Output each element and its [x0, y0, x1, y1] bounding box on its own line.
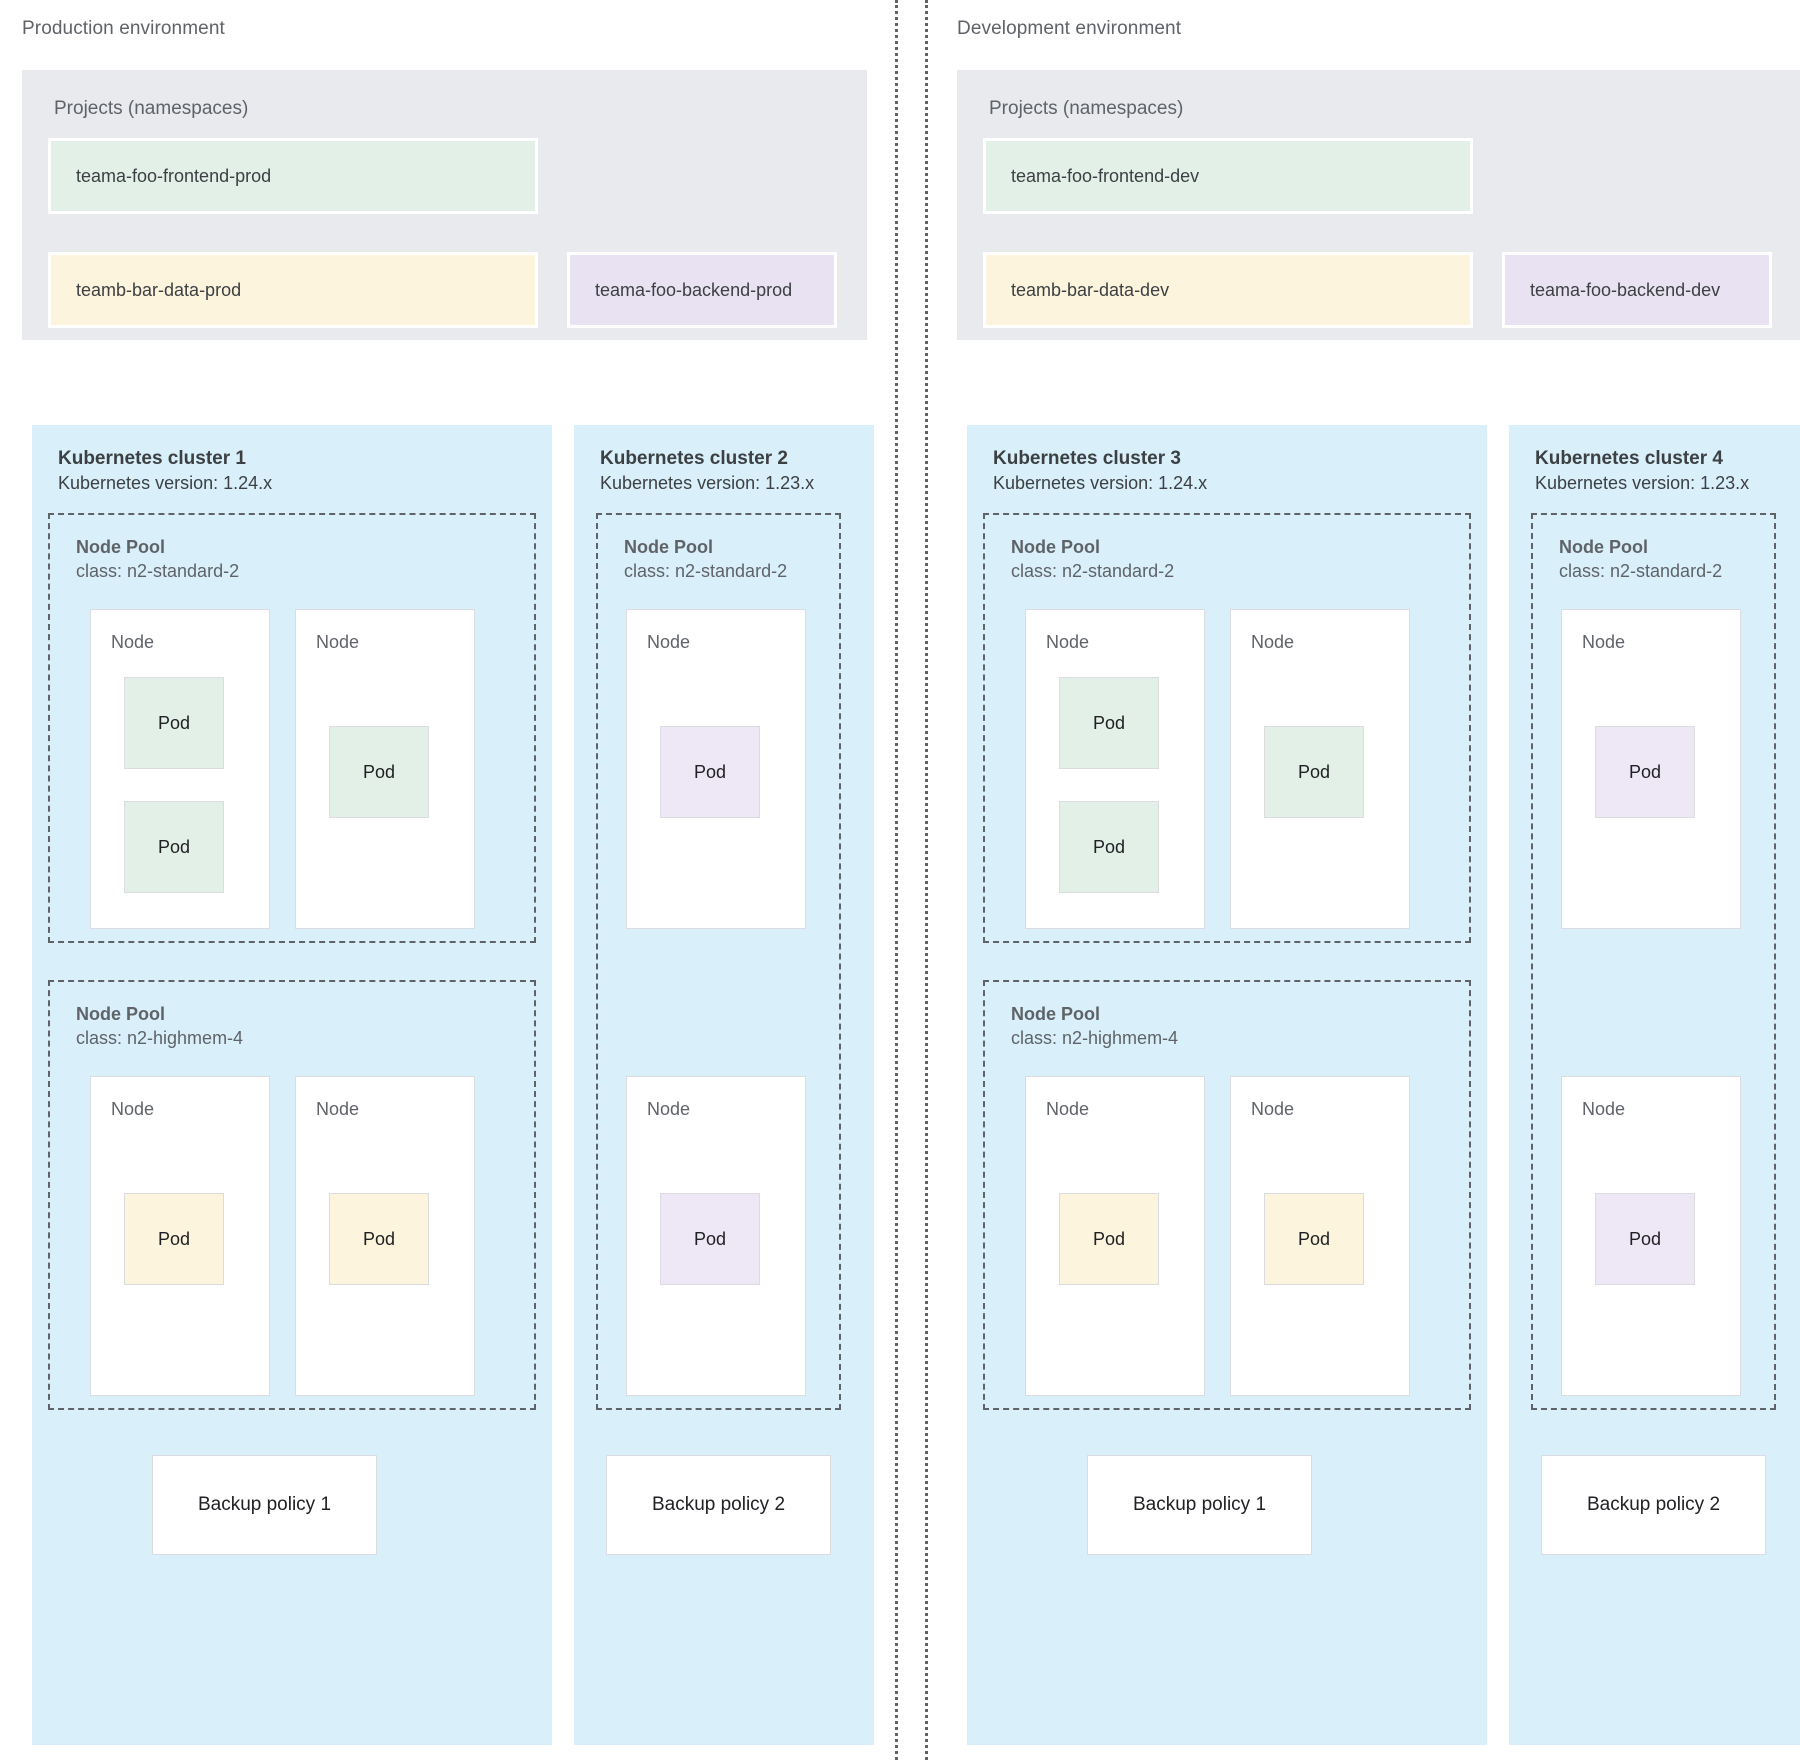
node-pool-title: Node Pool [1559, 537, 1648, 557]
node[interactable]: Node Pod [1230, 1076, 1410, 1396]
node[interactable]: Node Pod [1561, 1076, 1741, 1396]
pod[interactable]: Pod [1595, 1193, 1695, 1285]
cluster-version: Kubernetes version: 1.24.x [58, 473, 273, 493]
backup-policy[interactable]: Backup policy 2 [1541, 1455, 1766, 1555]
cluster-name: Kubernetes cluster 1 [58, 448, 246, 469]
node-label: Node [316, 1099, 360, 1119]
namespace-box[interactable]: teama-foo-backend-prod [567, 252, 837, 328]
node-label: Node [1251, 632, 1295, 652]
cluster-version: Kubernetes version: 1.23.x [600, 473, 815, 493]
node[interactable]: Node Pod Pod [90, 609, 270, 929]
node-label: Node [316, 632, 360, 652]
cluster-card[interactable]: Kubernetes cluster 4 Kubernetes version:… [1509, 425, 1800, 1745]
node-pool: Node Pool class: n2-standard-2 Node Pod … [48, 513, 536, 943]
node[interactable]: Node Pod [1025, 1076, 1205, 1396]
cluster-name: Kubernetes cluster 3 [993, 448, 1181, 469]
node[interactable]: Node Pod [626, 1076, 806, 1396]
pod[interactable]: Pod [124, 1193, 224, 1285]
node-pool-class: class: n2-standard-2 [624, 561, 788, 581]
node[interactable]: Node Pod [1230, 609, 1410, 929]
pod[interactable]: Pod [1059, 801, 1159, 893]
pod[interactable]: Pod [1264, 1193, 1364, 1285]
node-pool-title: Node Pool [76, 537, 165, 557]
projects-panel: Projects (namespaces) teama-foo-frontend… [22, 70, 867, 340]
pod[interactable]: Pod [1059, 1193, 1159, 1285]
node[interactable]: Node Pod [90, 1076, 270, 1396]
clusters-row: Kubernetes cluster 3 Kubernetes version:… [957, 425, 1800, 1745]
node[interactable]: Node Pod [1561, 609, 1741, 929]
node-label: Node [111, 632, 155, 652]
environment-divider-left [895, 0, 898, 1760]
backup-policy[interactable]: Backup policy 1 [1087, 1455, 1312, 1555]
environment-development: Development environment Projects (namesp… [945, 0, 1800, 1760]
node-label: Node [1582, 632, 1626, 652]
cluster-card[interactable]: Kubernetes cluster 3 Kubernetes version:… [967, 425, 1487, 1745]
node[interactable]: Node Pod [626, 609, 806, 929]
clusters-row: Kubernetes cluster 1 Kubernetes version:… [22, 425, 874, 1745]
node-pool-title: Node Pool [624, 537, 713, 557]
pod[interactable]: Pod [1595, 726, 1695, 818]
backup-policy[interactable]: Backup policy 1 [152, 1455, 377, 1555]
namespace-box[interactable]: teama-foo-backend-dev [1502, 252, 1772, 328]
backup-policy[interactable]: Backup policy 2 [606, 1455, 831, 1555]
projects-panel-title: Projects (namespaces) [989, 98, 1184, 119]
projects-panel-title: Projects (namespaces) [54, 98, 249, 119]
node[interactable]: Node Pod [295, 609, 475, 929]
cluster-version: Kubernetes version: 1.23.x [1535, 473, 1750, 493]
cluster-name: Kubernetes cluster 2 [600, 448, 788, 469]
environment-production: Production environment Projects (namespa… [10, 0, 885, 1760]
node-pool-title: Node Pool [76, 1004, 165, 1024]
projects-panel: Projects (namespaces) teama-foo-frontend… [957, 70, 1800, 340]
node-label: Node [647, 1099, 691, 1119]
namespace-box[interactable]: teamb-bar-data-prod [48, 252, 538, 328]
namespace-box[interactable]: teama-foo-frontend-prod [48, 138, 538, 214]
pod[interactable]: Pod [124, 801, 224, 893]
pod[interactable]: Pod [1059, 677, 1159, 769]
pod[interactable]: Pod [660, 1193, 760, 1285]
pod[interactable]: Pod [329, 1193, 429, 1285]
node-pool: Node Pool class: n2-standard-2 Node Pod … [1531, 513, 1776, 1410]
pod[interactable]: Pod [329, 726, 429, 818]
environment-divider-right [925, 0, 928, 1760]
cluster-card[interactable]: Kubernetes cluster 2 Kubernetes version:… [574, 425, 874, 1745]
pod[interactable]: Pod [1264, 726, 1364, 818]
node-pool-title: Node Pool [1011, 537, 1100, 557]
node[interactable]: Node Pod [295, 1076, 475, 1396]
node-label: Node [1046, 632, 1090, 652]
node-pool-title: Node Pool [1011, 1004, 1100, 1024]
pod[interactable]: Pod [124, 677, 224, 769]
node-label: Node [647, 632, 691, 652]
node-pool: Node Pool class: n2-standard-2 Node Pod … [596, 513, 841, 1410]
node-pool-class: class: n2-standard-2 [76, 561, 240, 581]
environment-title: Production environment [22, 18, 225, 39]
cluster-version: Kubernetes version: 1.24.x [993, 473, 1208, 493]
namespace-box[interactable]: teama-foo-frontend-dev [983, 138, 1473, 214]
node-pool: Node Pool class: n2-highmem-4 Node Pod N… [983, 980, 1471, 1410]
node-label: Node [1251, 1099, 1295, 1119]
cluster-name: Kubernetes cluster 4 [1535, 448, 1723, 469]
environment-title: Development environment [957, 18, 1182, 39]
node-pool-class: class: n2-highmem-4 [1011, 1028, 1179, 1048]
node-label: Node [1046, 1099, 1090, 1119]
node-pool-class: class: n2-standard-2 [1011, 561, 1175, 581]
node-pool: Node Pool class: n2-highmem-4 Node Pod N… [48, 980, 536, 1410]
node-pool-class: class: n2-standard-2 [1559, 561, 1723, 581]
node-pool-class: class: n2-highmem-4 [76, 1028, 244, 1048]
node-label: Node [1582, 1099, 1626, 1119]
node[interactable]: Node Pod Pod [1025, 609, 1205, 929]
cluster-card[interactable]: Kubernetes cluster 1 Kubernetes version:… [32, 425, 552, 1745]
pod[interactable]: Pod [660, 726, 760, 818]
node-label: Node [111, 1099, 155, 1119]
node-pool: Node Pool class: n2-standard-2 Node Pod … [983, 513, 1471, 943]
namespace-box[interactable]: teamb-bar-data-dev [983, 252, 1473, 328]
